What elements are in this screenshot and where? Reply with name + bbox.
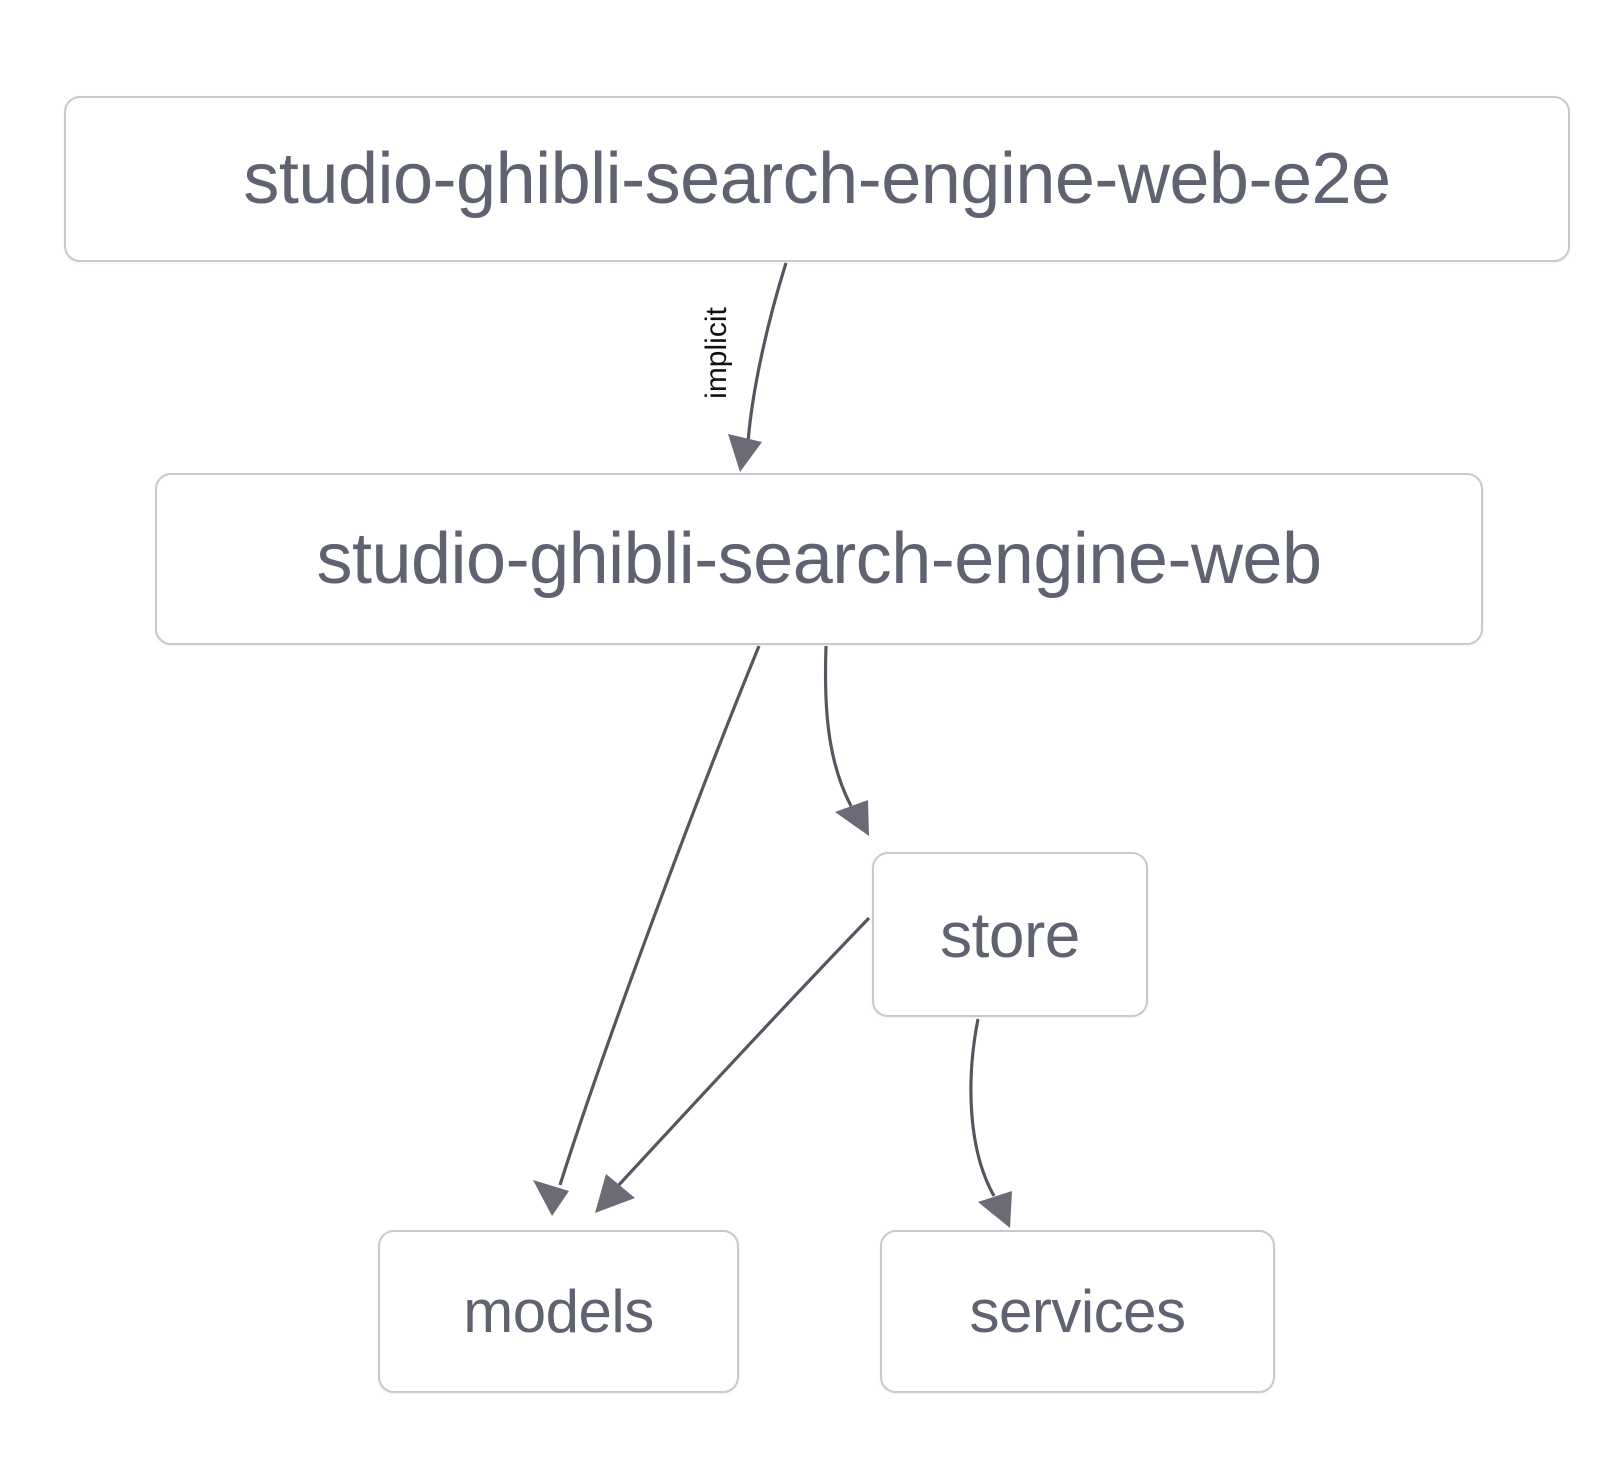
graph-node-models[interactable]: models bbox=[378, 1230, 739, 1393]
edge-store-to-services bbox=[969, 1018, 1012, 1228]
graph-node-label: models bbox=[463, 1277, 654, 1345]
edge-path bbox=[615, 916, 871, 1189]
edge-label-implicit: implicit bbox=[700, 307, 733, 399]
arrow-head-icon bbox=[595, 1174, 635, 1213]
graph-node-web-e2e[interactable]: studio-ghibli-search-engine-web-e2e bbox=[64, 96, 1570, 262]
arrow-head-icon bbox=[533, 1180, 569, 1216]
edge-path bbox=[558, 645, 761, 1186]
edge-web-to-models bbox=[533, 645, 761, 1216]
graph-node-label: studio-ghibli-search-engine-web bbox=[316, 519, 1322, 599]
arrow-head-icon bbox=[978, 1191, 1012, 1228]
edge-web-to-store bbox=[823, 645, 869, 836]
edge-path bbox=[746, 262, 788, 444]
edge-web-e2e-to-web bbox=[728, 262, 788, 472]
edge-path bbox=[823, 645, 853, 807]
graph-node-label: studio-ghibli-search-engine-web-e2e bbox=[243, 139, 1391, 219]
arrow-head-icon bbox=[835, 800, 869, 836]
edge-store-to-models bbox=[595, 916, 871, 1213]
edge-path bbox=[969, 1018, 996, 1197]
graph-node-store[interactable]: store bbox=[872, 852, 1148, 1017]
arrow-head-icon bbox=[728, 434, 762, 472]
graph-node-label: store bbox=[940, 898, 1080, 971]
graph-node-web[interactable]: studio-ghibli-search-engine-web bbox=[155, 473, 1483, 645]
graph-node-services[interactable]: services bbox=[880, 1230, 1275, 1393]
graph-node-label: services bbox=[969, 1277, 1186, 1345]
